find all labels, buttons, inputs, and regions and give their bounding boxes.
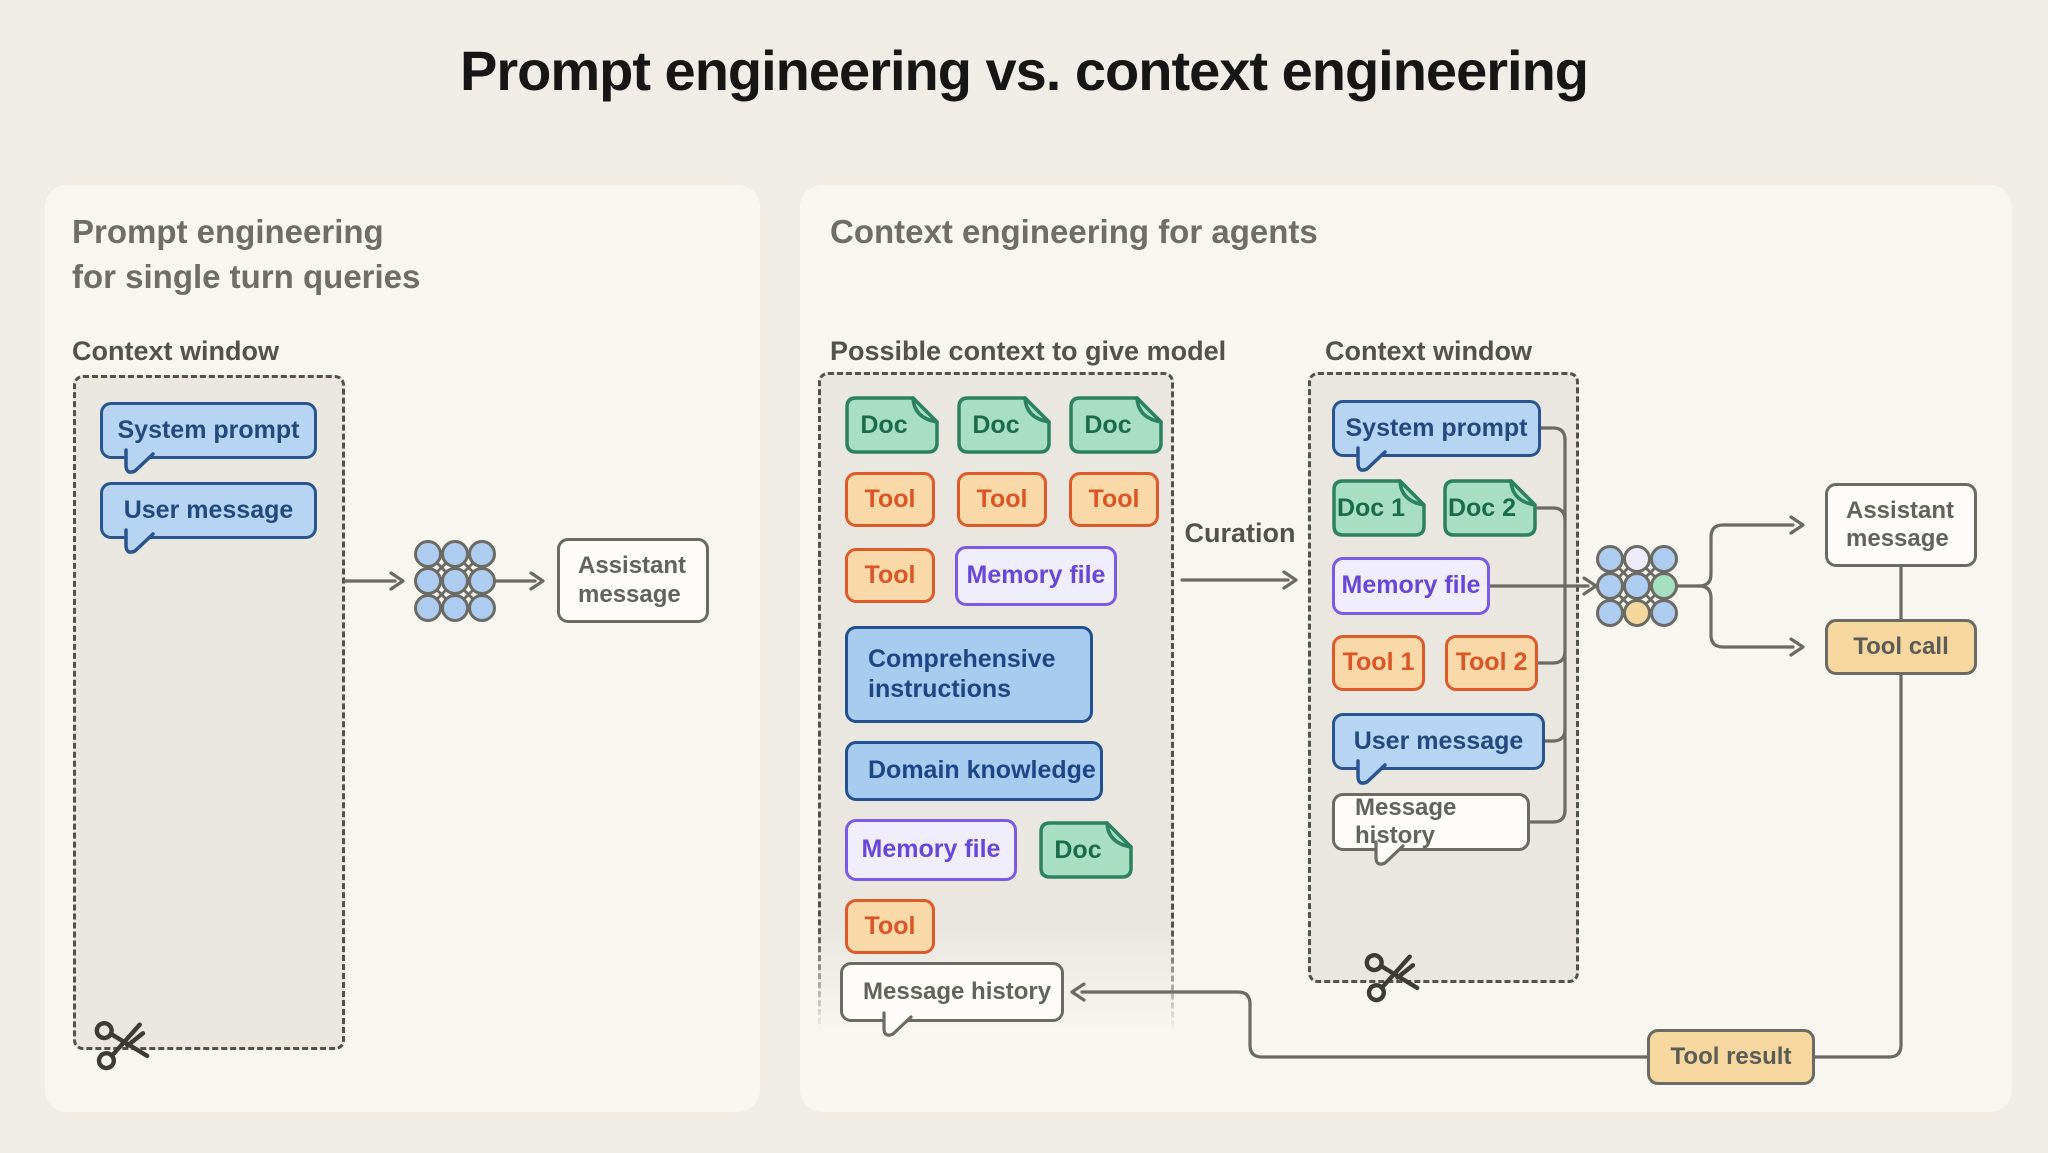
doc-box: Doc bbox=[957, 396, 1051, 454]
tool-label: Tool bbox=[976, 484, 1028, 513]
tool-box: Tool 2 bbox=[1445, 635, 1538, 691]
tool-label: Tool 1 bbox=[1342, 648, 1415, 677]
message-history-label: Message history bbox=[863, 977, 1052, 1005]
arrowhead-icon bbox=[1789, 637, 1805, 657]
tool-label: Tool bbox=[864, 560, 916, 589]
message-history-label: Message history bbox=[1355, 793, 1457, 849]
tool-box: Tool bbox=[845, 472, 935, 527]
arrowhead-icon bbox=[1789, 515, 1805, 535]
tool-box: Tool bbox=[957, 472, 1047, 527]
tool-box: Tool bbox=[845, 548, 935, 603]
assistant-message-box: Assistant message bbox=[1825, 483, 1977, 567]
document-icon bbox=[1443, 479, 1537, 537]
doc-label: Doc 2 bbox=[1447, 493, 1517, 522]
system-prompt-box: System prompt bbox=[100, 402, 317, 474]
left-context-window-label: Context window bbox=[72, 336, 279, 366]
memory-file-box: Memory file bbox=[1332, 557, 1490, 615]
doc-label: Doc bbox=[1054, 835, 1102, 864]
connector-system-prompt bbox=[1539, 426, 1567, 442]
document-icon bbox=[1039, 821, 1133, 879]
speech-tail-icon bbox=[1356, 446, 1387, 472]
doc-box: Doc bbox=[845, 396, 939, 454]
arrowhead-icon bbox=[1282, 570, 1298, 590]
domain-knowledge-box: Domain knowledge bbox=[845, 741, 1103, 801]
message-history-box: Message history bbox=[840, 962, 1064, 1037]
left-heading-line1: Prompt engineering bbox=[72, 213, 384, 250]
user-message-label: User message bbox=[1353, 726, 1524, 755]
system-prompt-box: System prompt bbox=[1332, 400, 1541, 472]
memory-file-label: Memory file bbox=[861, 835, 1001, 864]
document-icon bbox=[1332, 479, 1426, 537]
document-icon bbox=[1069, 396, 1163, 454]
assistant-message-box: Assistant message bbox=[557, 538, 709, 623]
tool-result-label: Tool result bbox=[1670, 1042, 1792, 1070]
right-panel-heading: Context engineering for agents bbox=[830, 213, 1318, 250]
doc-box: Doc bbox=[1039, 821, 1133, 879]
comprehensive-instructions-box: Comprehensive instructions bbox=[845, 626, 1093, 723]
speech-tail-icon bbox=[1356, 759, 1387, 785]
domain-knowledge-label: Domain knowledge bbox=[868, 756, 1096, 785]
speech-tail-icon bbox=[124, 448, 155, 474]
doc-box: Doc 1 bbox=[1332, 479, 1426, 537]
tool-label: Tool bbox=[1088, 484, 1140, 513]
possible-context-label: Possible context to give model bbox=[830, 336, 1227, 366]
document-icon bbox=[845, 396, 939, 454]
tool-box: Tool 1 bbox=[1332, 635, 1425, 691]
fork-to-assistant bbox=[1697, 523, 1795, 588]
right-context-window-label: Context window bbox=[1325, 336, 1532, 366]
speech-tail-icon bbox=[882, 1011, 913, 1037]
arrowhead-icon bbox=[1070, 982, 1086, 1002]
tool-label: Tool bbox=[864, 484, 916, 513]
tool-call-box: Tool call bbox=[1825, 619, 1977, 675]
doc-box: Doc 2 bbox=[1443, 479, 1537, 537]
document-icon bbox=[957, 396, 1051, 454]
arrowhead-icon bbox=[389, 571, 405, 591]
connector-doc2 bbox=[1536, 506, 1567, 522]
user-message-label: User message bbox=[123, 495, 294, 524]
doc-box: Doc bbox=[1069, 396, 1163, 454]
memory-file-box: Memory file bbox=[955, 546, 1117, 606]
assistant-message-label: Assistant message bbox=[1846, 496, 1955, 552]
tool-box: Tool bbox=[1069, 472, 1159, 527]
fork-to-tool-call bbox=[1697, 584, 1795, 649]
tool-label: Tool 2 bbox=[1455, 648, 1528, 677]
tool-call-label: Tool call bbox=[1853, 632, 1949, 660]
message-history-box: Message history bbox=[1332, 793, 1530, 866]
doc-label: Doc 1 bbox=[1336, 493, 1406, 522]
page-title: Prompt engineering vs. context engineeri… bbox=[460, 39, 1589, 102]
arrowhead-icon bbox=[529, 571, 545, 591]
curation-label: Curation bbox=[1184, 518, 1296, 548]
scissors-icon bbox=[94, 1021, 150, 1071]
memory-file-label: Memory file bbox=[1341, 571, 1481, 600]
feedback-line bbox=[1080, 990, 1649, 1059]
left-heading-line2: for single turn queries bbox=[72, 257, 421, 295]
toolcall-down-line bbox=[1813, 673, 1903, 1059]
doc-label: Doc bbox=[860, 410, 908, 439]
neural-network-icon bbox=[414, 540, 496, 622]
assistant-message-label: Assistant message bbox=[578, 552, 687, 608]
memory-file-box: Memory file bbox=[845, 819, 1017, 881]
connector-message-history bbox=[1528, 808, 1567, 824]
system-prompt-label: System prompt bbox=[117, 415, 300, 444]
tool-label: Tool bbox=[864, 911, 916, 940]
memory-file-label: Memory file bbox=[966, 561, 1106, 590]
doc-label: Doc bbox=[972, 410, 1020, 439]
doc-label: Doc bbox=[1084, 410, 1132, 439]
left-panel-heading: Prompt engineering for single turn queri… bbox=[72, 210, 420, 300]
scissors-icon bbox=[1364, 953, 1420, 1003]
connector-tool2 bbox=[1536, 649, 1567, 665]
speech-tail-icon bbox=[1374, 840, 1405, 866]
neural-network-icon bbox=[1596, 545, 1678, 627]
tool-box: Tool bbox=[845, 899, 935, 954]
speech-tail-icon bbox=[124, 528, 155, 554]
comprehensive-instructions-label: Comprehensive instructions bbox=[868, 645, 1056, 703]
user-message-box: User message bbox=[100, 482, 317, 554]
user-message-box: User message bbox=[1332, 713, 1545, 785]
tool-result-box: Tool result bbox=[1647, 1029, 1815, 1085]
connector-user-message bbox=[1543, 727, 1567, 743]
system-prompt-label: System prompt bbox=[1345, 413, 1528, 442]
